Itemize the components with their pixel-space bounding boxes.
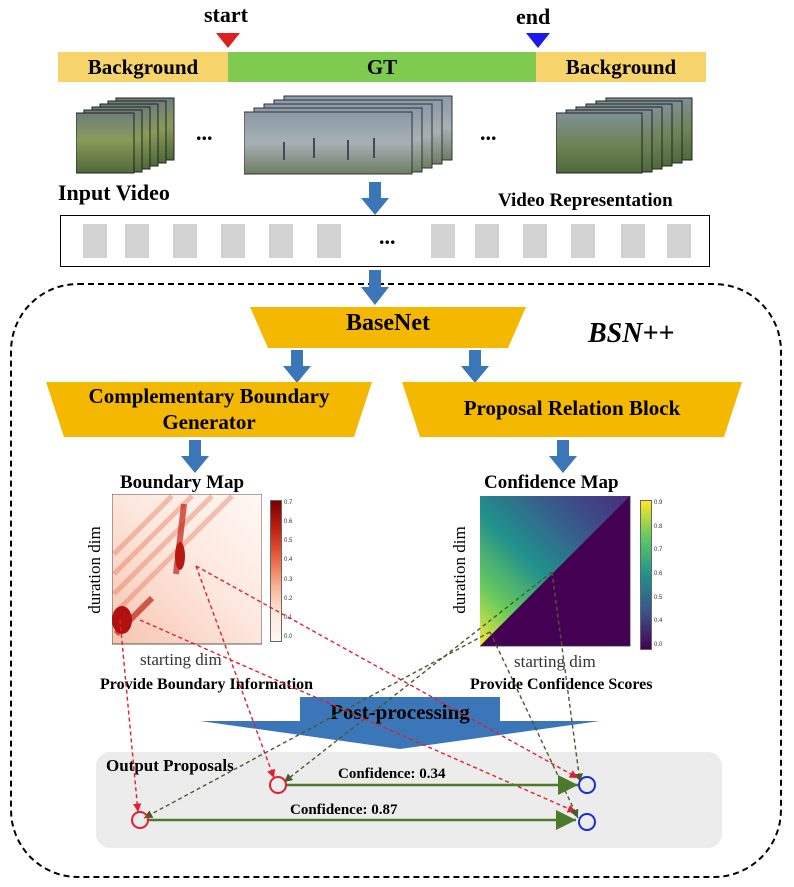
output-proposals-label: Output Proposals bbox=[106, 756, 234, 775]
proposal-end-circle bbox=[578, 776, 596, 794]
colorbar-tick: 0.6 bbox=[284, 519, 293, 526]
input-video-label: Input Video bbox=[58, 180, 170, 205]
feature-cell bbox=[621, 224, 645, 258]
feature-cell bbox=[475, 224, 499, 258]
boundary-map-caption: Provide Boundary Information bbox=[100, 676, 314, 693]
confidence-map-colorbar bbox=[640, 500, 652, 650]
feature-cell bbox=[317, 224, 341, 258]
cbg-label-line2: Generator bbox=[162, 410, 256, 434]
frame-stack-right bbox=[556, 97, 693, 174]
boundary-link bbox=[195, 565, 579, 779]
colorbar-tick: 0.0 bbox=[654, 641, 663, 648]
cbg-block-shape bbox=[46, 382, 372, 437]
proposal-confidence-label: Confidence: 0.87 bbox=[290, 802, 398, 818]
colorbar-tick: 0.5 bbox=[284, 538, 293, 545]
feature-cell bbox=[125, 224, 149, 258]
colorbar-tick: 0.7 bbox=[284, 500, 293, 506]
colorbar-tick: 0.4 bbox=[284, 557, 293, 564]
colorbar-tick: 0.8 bbox=[654, 523, 663, 530]
feature-cell bbox=[221, 224, 245, 258]
boundary-link bbox=[139, 619, 577, 813]
colorbar-tick: 0.6 bbox=[654, 570, 663, 577]
end-label: end bbox=[516, 4, 551, 29]
frame-stack-middle bbox=[244, 95, 453, 175]
confidence-map-caption: Provide Confidence Scores bbox=[470, 676, 653, 693]
postprocessing-arrow-shape bbox=[200, 697, 600, 749]
colorbar-tick: 0.3 bbox=[284, 576, 293, 583]
frames-ellipsis-right: ... bbox=[480, 120, 497, 145]
proposal-start-circle bbox=[269, 776, 287, 794]
cbg-label-line1: Complementary Boundary bbox=[88, 384, 330, 408]
confidence-map-plot: 0 20 40 60 80 bbox=[480, 496, 631, 647]
colorbar-tick: 0.0 bbox=[284, 633, 293, 640]
timeline-gt: GT bbox=[228, 52, 536, 82]
feature-cell bbox=[667, 224, 691, 258]
bsn-label: BSN++ bbox=[588, 318, 675, 349]
cbg-label: Complementary Boundary Generator bbox=[46, 383, 372, 435]
boundary-map-plot: 0 20 40 60 80 bbox=[112, 494, 262, 645]
boundary-map-xlabel: starting dim bbox=[140, 650, 222, 669]
down-arrow-icon bbox=[461, 350, 489, 383]
frames-ellipsis-left: ... bbox=[196, 120, 213, 145]
frame-stack-left bbox=[76, 97, 175, 174]
colorbar-tick: 0.2 bbox=[284, 595, 293, 602]
confidence-link bbox=[489, 631, 579, 819]
confidence-link bbox=[283, 571, 553, 783]
feature-cell bbox=[571, 224, 595, 258]
boundary-map-colorbar bbox=[270, 500, 282, 642]
colorbar-tick: 0.9 bbox=[654, 500, 663, 506]
colorbar-tick: 0.7 bbox=[654, 547, 663, 554]
basenet-label: BaseNet bbox=[346, 310, 430, 336]
proposal-confidence-label: Confidence: 0.34 bbox=[338, 766, 446, 782]
start-marker-icon bbox=[216, 33, 240, 48]
confidence-link bbox=[551, 571, 584, 783]
down-arrow-icon bbox=[549, 440, 577, 473]
boundary-map-title: Boundary Map bbox=[120, 472, 245, 493]
start-label: start bbox=[204, 2, 248, 27]
boundary-link bbox=[119, 619, 142, 813]
postprocessing-label: Post-processing bbox=[330, 700, 470, 724]
timeline-bar: Background GT Background bbox=[58, 52, 706, 82]
bsn-container bbox=[10, 283, 782, 878]
feature-cell bbox=[523, 224, 547, 258]
timeline-background-right: Background bbox=[536, 52, 706, 82]
down-arrow-icon bbox=[283, 350, 311, 383]
down-arrow-icon bbox=[361, 270, 389, 305]
boundary-link bbox=[195, 565, 276, 779]
feature-cell bbox=[269, 224, 293, 258]
representation-ellipsis: ... bbox=[379, 224, 396, 249]
output-proposals-panel bbox=[96, 752, 722, 848]
confidence-map-colorbar-ticks: 0.9 0.8 0.7 0.6 0.5 0.4 0.0 bbox=[654, 500, 662, 648]
representation-strip: ... bbox=[60, 215, 710, 267]
proposal-end-circle bbox=[578, 813, 596, 831]
down-arrow-icon bbox=[181, 440, 209, 473]
end-marker-icon bbox=[526, 33, 550, 48]
feature-cell bbox=[431, 224, 455, 258]
confidence-link bbox=[143, 631, 491, 819]
timeline-background-left: Background bbox=[58, 52, 228, 82]
feature-cell bbox=[173, 224, 197, 258]
video-representation-label: Video Representation bbox=[498, 190, 673, 211]
colorbar-tick: 0.5 bbox=[654, 594, 663, 601]
proposal-start-circle bbox=[131, 811, 149, 829]
basenet-block-shape bbox=[250, 307, 526, 348]
confidence-map-xlabel: starting dim bbox=[514, 652, 596, 671]
confidence-map-title: Confidence Map bbox=[484, 472, 619, 493]
down-arrow-icon bbox=[361, 182, 389, 215]
prb-label: Proposal Relation Block bbox=[463, 396, 681, 420]
feature-cell bbox=[83, 224, 107, 258]
colorbar-tick: 0.4 bbox=[654, 618, 663, 625]
prb-block-shape bbox=[402, 382, 742, 437]
